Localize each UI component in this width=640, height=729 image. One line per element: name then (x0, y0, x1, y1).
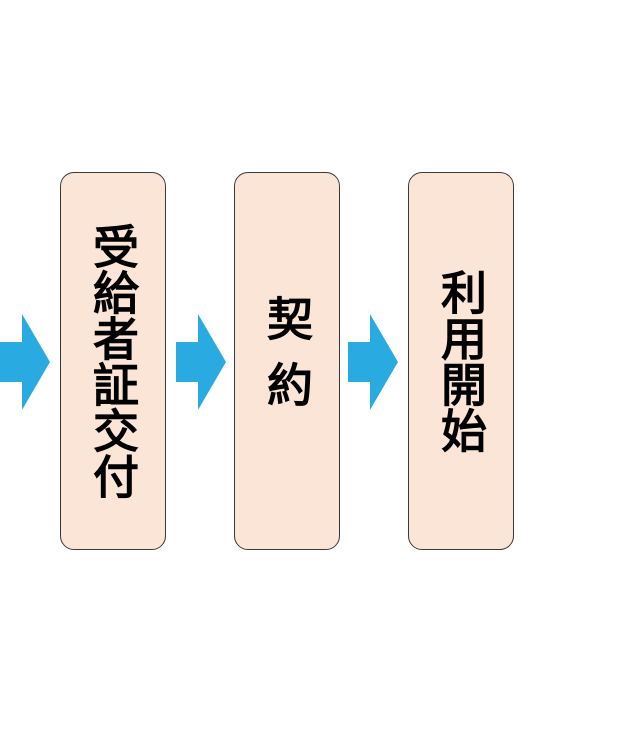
arrow-right-icon (176, 314, 226, 410)
arrow-right-icon (176, 314, 226, 410)
step-label-contract: 契約 (260, 295, 314, 427)
step-box-start-of-use: 利用開始 (408, 172, 514, 550)
step-box-contract: 契約 (234, 172, 340, 550)
arrow-right-icon (348, 314, 398, 410)
arrow-right-icon (0, 314, 50, 410)
step-label-certificate-issuance: 受給者証交付 (86, 223, 140, 499)
step-label-start-of-use: 利用開始 (434, 269, 488, 453)
arrow-right-icon (0, 314, 50, 410)
arrow-right-icon (348, 314, 398, 410)
step-box-certificate-issuance: 受給者証交付 (60, 172, 166, 550)
